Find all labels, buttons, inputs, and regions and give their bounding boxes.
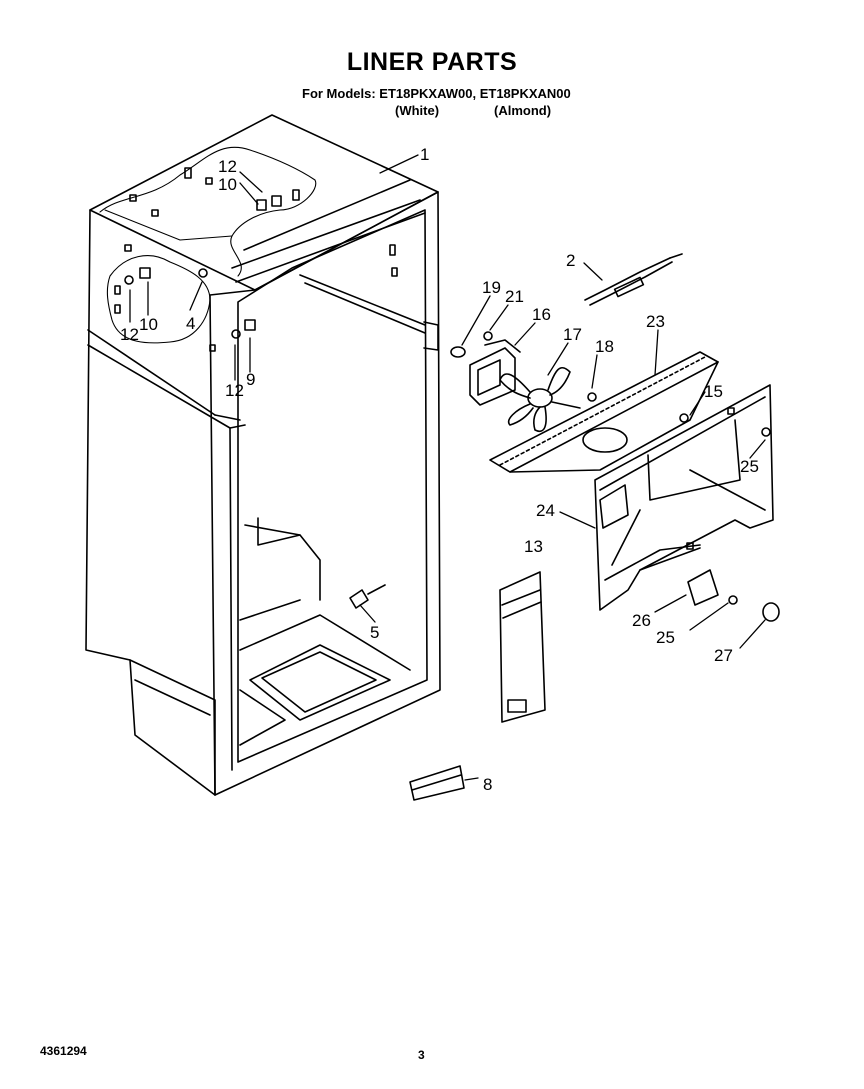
callout-12: 12 [225,381,244,400]
callout-9: 9 [246,370,255,389]
callout-24: 24 [536,501,555,520]
callout-8: 8 [483,775,492,794]
screw-icon [483,331,493,341]
small-cover-plate [687,569,719,606]
liner-cabinet [85,114,441,796]
air-duct [499,571,546,723]
callout-27: 27 [714,646,733,665]
screw-icon [231,329,241,339]
color-almond-label: (Almond) [494,103,552,118]
callout-1: 1 [420,145,429,164]
callout-4: 4 [186,314,195,333]
callout-10: 10 [139,315,158,334]
callout-12: 12 [120,325,139,344]
screw-icon [679,413,689,423]
callout-21: 21 [505,287,524,306]
document-number: 4361294 [40,1044,87,1058]
models-line: For Models: ET18PKXAW00, ET18PKXAN00 [302,86,571,101]
leader-lines [129,154,766,781]
callout-25: 25 [740,457,759,476]
callout-10: 10 [218,175,237,194]
screw-icon [761,427,771,437]
callout-labels: 1 2 12 10 4 12 10 12 9 5 8 19 21 16 17 1… [120,145,759,794]
screw-icon [587,392,597,402]
callout-26: 26 [632,611,651,630]
callout-16: 16 [532,305,551,324]
screw-icon [728,595,738,605]
page-title: LINER PARTS [346,48,518,76]
hinge-bracket-icon [244,319,256,331]
color-white-label: (White) [395,103,440,118]
evaporator-cover [594,384,774,611]
callout-2: 2 [566,251,575,270]
callout-17: 17 [563,325,582,344]
air-grille [489,351,719,473]
trim-strip [409,765,465,801]
page-number: 3 [418,1048,425,1062]
clip-icon [349,589,369,609]
plug-icon [762,602,780,622]
callout-18: 18 [595,337,614,356]
hinge-bracket-icon [271,195,282,207]
screw-icon [198,268,208,278]
callout-19: 19 [482,278,501,297]
callout-23: 23 [646,312,665,331]
wire-harness [584,253,683,306]
callout-12: 12 [218,157,237,176]
callout-13: 13 [524,537,543,556]
grommet-icon [450,346,466,358]
callout-15: 15 [704,382,723,401]
hinge-bracket-icon [256,199,267,211]
callout-5: 5 [370,623,379,642]
fan-motor-assembly [450,331,597,432]
callout-25: 25 [656,628,675,647]
screw-icon [124,275,134,285]
hinge-bracket-icon [139,267,151,279]
